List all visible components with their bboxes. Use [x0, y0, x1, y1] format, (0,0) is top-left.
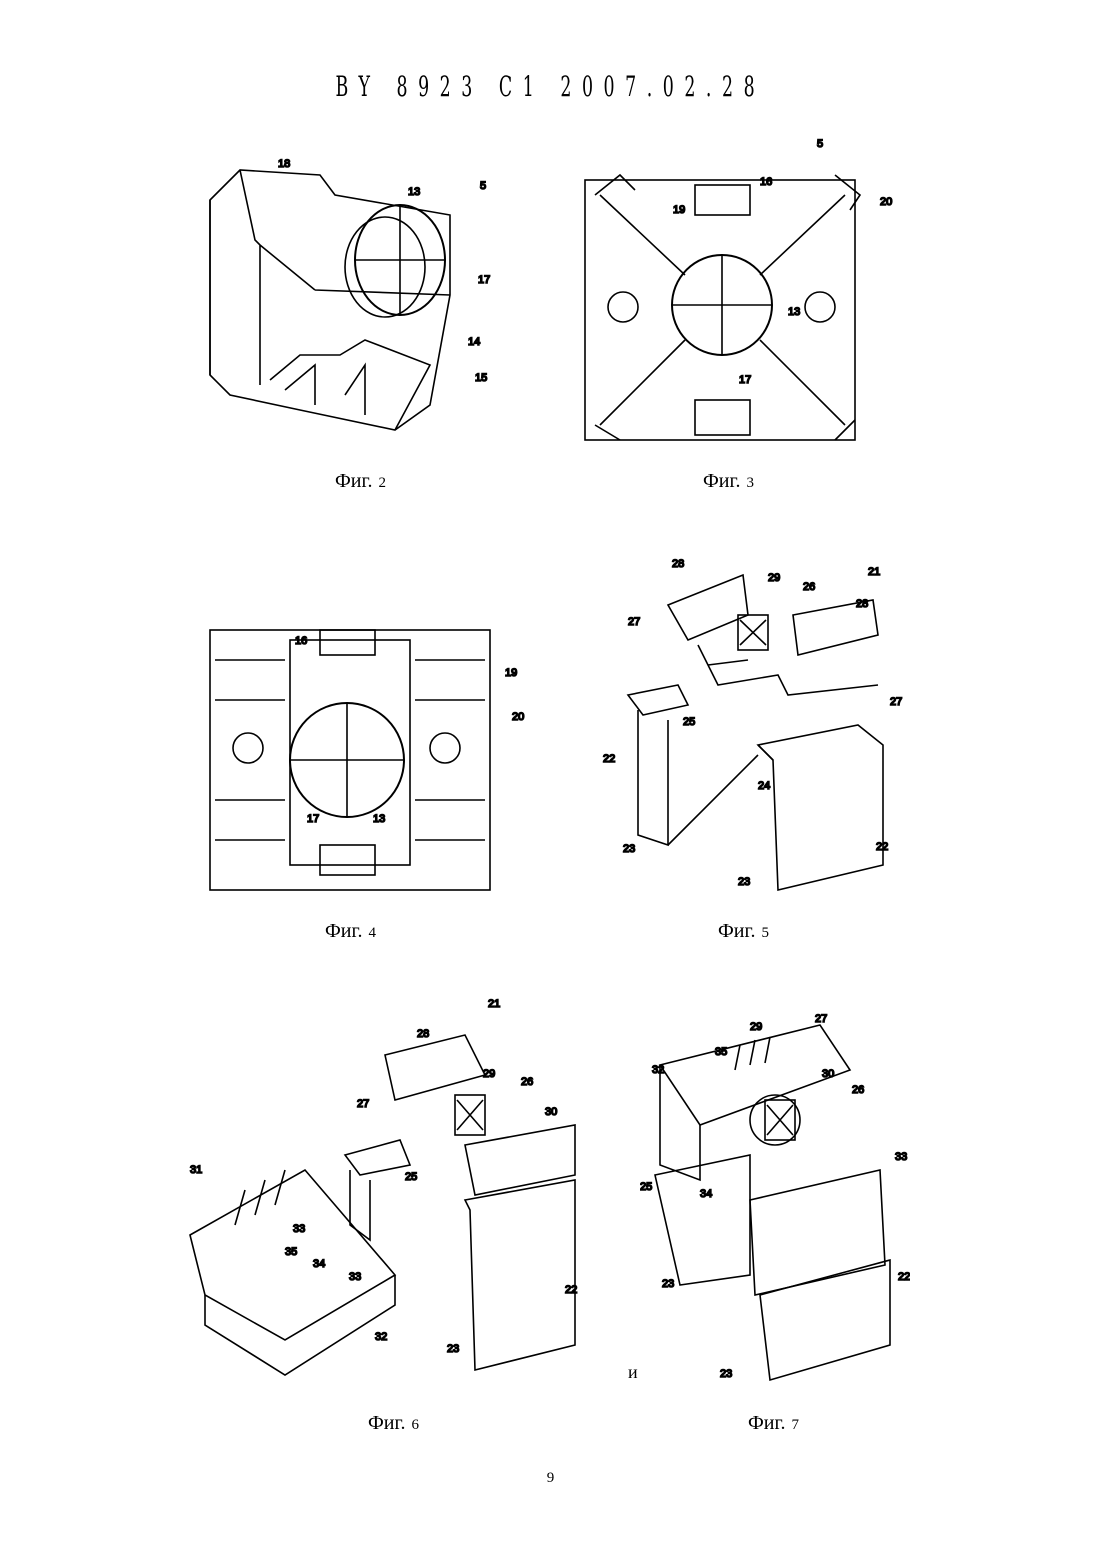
- figure-label: 17: [478, 274, 490, 286]
- figure-label: 31: [190, 1164, 202, 1176]
- stray-letter: и: [628, 1362, 638, 1383]
- figure-label: 35: [715, 1046, 727, 1058]
- figure-label: 32: [652, 1064, 664, 1076]
- figure-label: 23: [623, 843, 635, 855]
- figure-label: 5: [817, 138, 823, 150]
- figure-label: 26: [803, 581, 815, 593]
- figure-label: 19: [673, 204, 685, 216]
- figure-label: 28: [672, 558, 684, 570]
- figure-label: 13: [408, 186, 420, 198]
- figure-label: 29: [750, 1021, 762, 1033]
- figure-label: 21: [488, 998, 500, 1010]
- figure-label: 33: [895, 1151, 907, 1163]
- figure-label: 22: [603, 753, 615, 765]
- figure-label: 32: [375, 1331, 387, 1343]
- figure-5-caption: Фиг.5: [718, 920, 769, 943]
- figure-label: 22: [898, 1271, 910, 1283]
- figure-label: 23: [662, 1278, 674, 1290]
- figure-5-drawing: 28 29 21 26 28 27 27 25 22 24 23 22 23: [598, 545, 908, 895]
- figure-label: 25: [683, 716, 695, 728]
- figure-label: 17: [739, 374, 751, 386]
- figure-label: 16: [295, 635, 307, 647]
- figure-label: 34: [700, 1188, 712, 1200]
- figure-3-caption: Фиг.3: [703, 470, 754, 493]
- figure-label: 26: [852, 1084, 864, 1096]
- figure-label: 35: [285, 1246, 297, 1258]
- figure-label: 28: [417, 1028, 429, 1040]
- figure-label: 25: [640, 1181, 652, 1193]
- figure-label: 30: [822, 1068, 834, 1080]
- figure-label: 33: [349, 1271, 361, 1283]
- figure-label: 34: [313, 1258, 325, 1270]
- figure-label: 23: [447, 1343, 459, 1355]
- figure-label: 27: [890, 696, 902, 708]
- figure-6-drawing: 21 28 27 29 26 30 25 31 33 35 34 33 32 2…: [185, 995, 595, 1385]
- figure-label: 21: [868, 566, 880, 578]
- figure-2-caption: Фиг.2: [335, 470, 386, 493]
- figure-label: 22: [876, 841, 888, 853]
- figure-label: 29: [483, 1068, 495, 1080]
- figure-label: 16: [760, 176, 772, 188]
- document-header: BY 8923 C1 2007.02.28: [209, 70, 892, 103]
- figure-2-drawing: 18 13 5 17 14 15: [200, 155, 500, 445]
- figure-label: 18: [278, 158, 290, 170]
- figure-label: 28: [856, 598, 868, 610]
- figure-label: 15: [475, 372, 487, 384]
- figure-label: 17: [307, 813, 319, 825]
- figure-label: 27: [628, 616, 640, 628]
- figure-label: 20: [880, 196, 892, 208]
- figure-label: 27: [815, 1013, 827, 1025]
- figure-label: 26: [521, 1076, 533, 1088]
- figure-label: 13: [788, 306, 800, 318]
- figure-label: 22: [565, 1284, 577, 1296]
- figure-3-drawing: 5 16 20 19 13 17: [575, 135, 895, 445]
- figure-label: 13: [373, 813, 385, 825]
- figure-label: 33: [293, 1223, 305, 1235]
- figure-label: 20: [512, 711, 524, 723]
- figure-7-drawing: 29 27 35 32 30 26 33 25 34 23 22 23: [640, 1005, 910, 1390]
- figure-label: 5: [480, 180, 486, 192]
- figure-7-caption: Фиг.7: [748, 1412, 799, 1435]
- figure-4-drawing: 16 19 20 17 13: [200, 600, 530, 895]
- figure-label: 19: [505, 667, 517, 679]
- figure-label: 14: [468, 336, 480, 348]
- figure-4-caption: Фиг.4: [325, 920, 376, 943]
- figure-label: 27: [357, 1098, 369, 1110]
- page-number: 9: [0, 1470, 1101, 1487]
- figure-6-caption: Фиг.6: [368, 1412, 419, 1435]
- figure-label: 25: [405, 1171, 417, 1183]
- figure-label: 24: [758, 780, 770, 792]
- figure-label: 23: [738, 876, 750, 888]
- figure-label: 30: [545, 1106, 557, 1118]
- figure-label: 29: [768, 572, 780, 584]
- figure-label: 23: [720, 1368, 732, 1380]
